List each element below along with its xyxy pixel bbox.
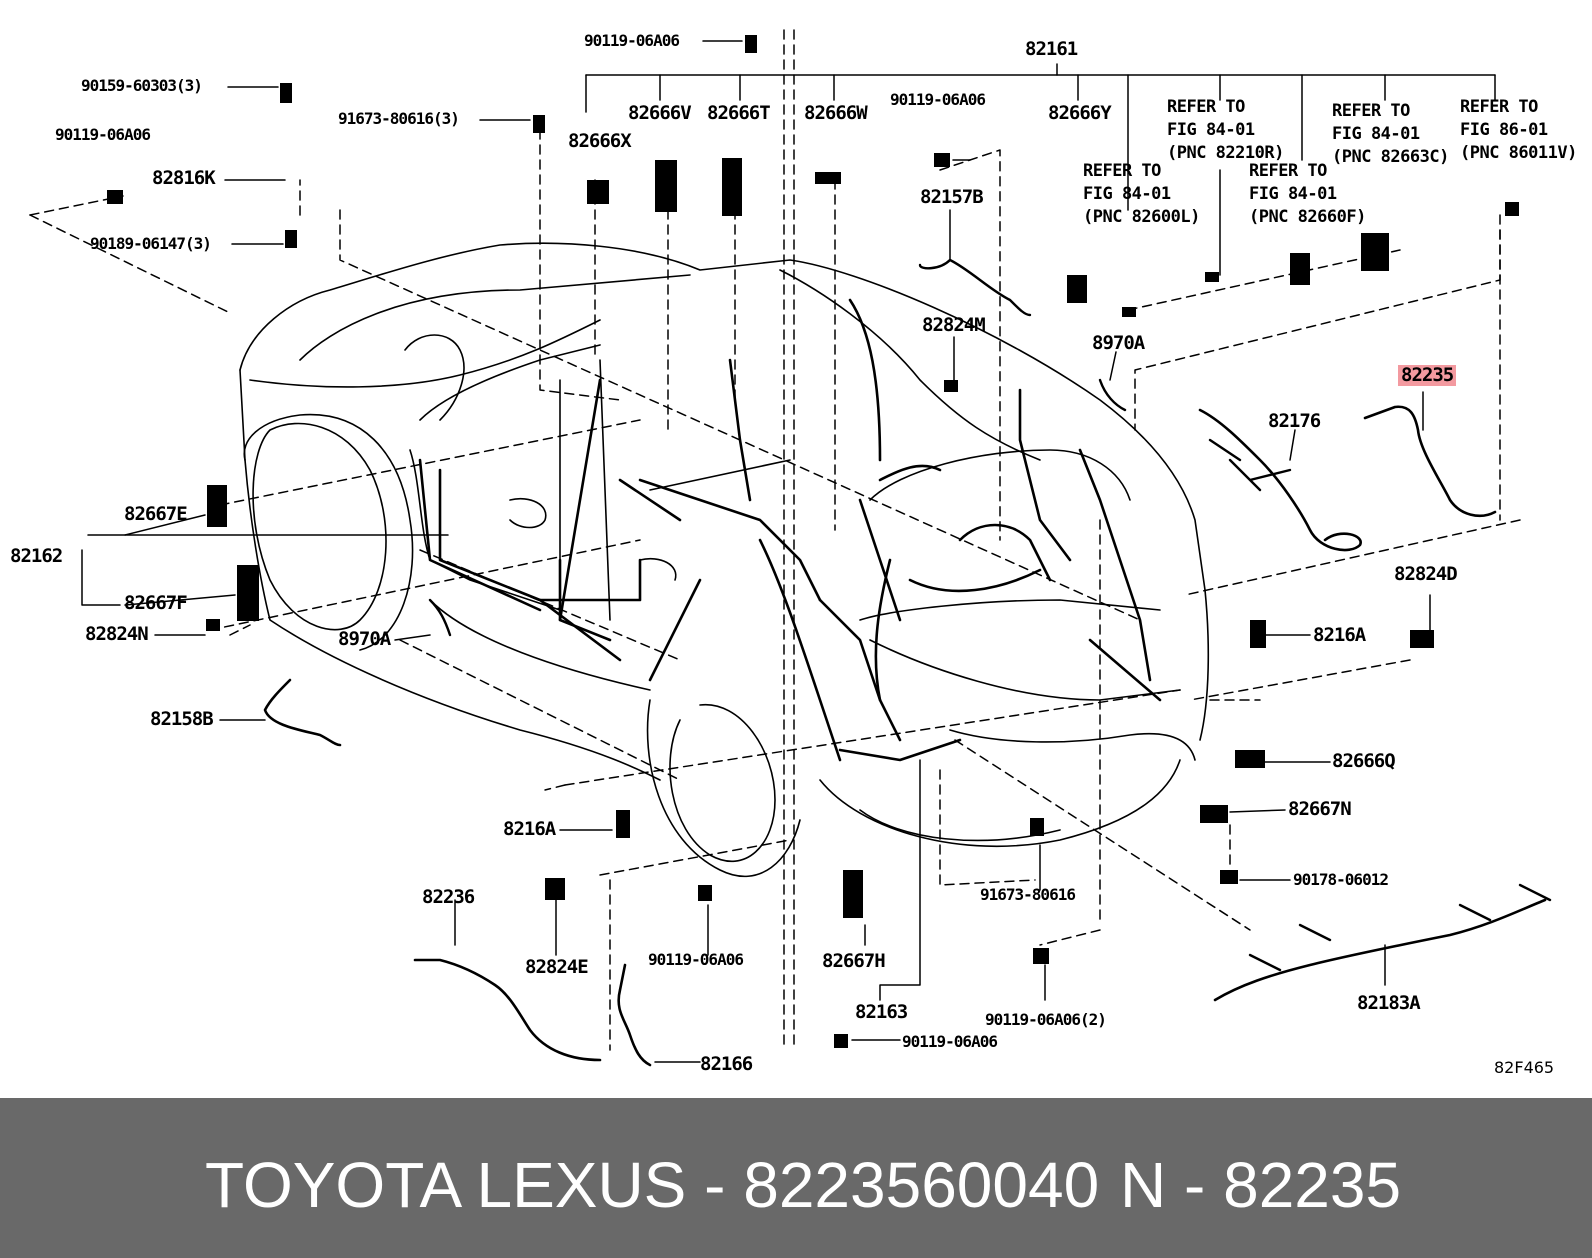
label-90119-06a06-2: 90119-06A06(2) xyxy=(985,1010,1107,1029)
label-90159-60303: 90159-60303(3) xyxy=(81,76,203,95)
label-82235-highlighted: 82235 xyxy=(1398,365,1457,386)
label-82667n: 82667N xyxy=(1288,798,1352,820)
label-8970a-left: 8970A xyxy=(338,628,391,650)
harness-82176 xyxy=(1198,408,1362,552)
label-82667f: 82667F xyxy=(124,592,188,614)
label-82163: 82163 xyxy=(855,1001,908,1023)
harness-82183A xyxy=(1213,898,1547,1002)
part-number-title: TOYOTA LEXUS - 8223560040 xyxy=(205,1149,1100,1221)
label-82824d: 82824D xyxy=(1394,563,1458,585)
label-refer-82210r: REFER TO FIG 84-01 (PNC 82210R) xyxy=(1167,97,1284,163)
label-90119-06a06-bottom: 90119-06A06 xyxy=(902,1032,998,1051)
diagram-code: 82F465 xyxy=(1494,1058,1555,1077)
label-82666q: 82666Q xyxy=(1332,750,1396,772)
label-82157b: 82157B xyxy=(920,186,984,208)
label-82666v: 82666V xyxy=(628,102,692,124)
vehicle-body-outline xyxy=(239,242,1210,878)
label-91673-80616: 91673-80616 xyxy=(980,885,1076,904)
title-bar: TOYOTA LEXUS - 8223560040 N - 82235 xyxy=(0,1098,1592,1258)
label-82666t: 82666T xyxy=(707,102,771,124)
label-8970a-top: 8970A xyxy=(1092,332,1145,354)
label-82166: 82166 xyxy=(700,1053,753,1075)
harness-82166 xyxy=(617,963,652,1067)
label-refer-86011v: REFER TO FIG 86-01 (PNC 86011V) xyxy=(1460,97,1577,163)
label-82183a: 82183A xyxy=(1357,992,1421,1014)
label-91673-80616-3: 91673-80616(3) xyxy=(338,109,460,128)
label-refer-82663c: REFER TO FIG 84-01 (PNC 82663C) xyxy=(1332,101,1449,167)
label-82824m: 82824M xyxy=(922,314,986,336)
label-82666x: 82666X xyxy=(568,130,632,152)
label-90119-06a06-bot: 90119-06A06 xyxy=(648,950,744,969)
label-8216a-left: 8216A xyxy=(503,818,556,840)
harness-82236 xyxy=(413,958,602,1062)
label-refer-82660f: REFER TO FIG 84-01 (PNC 82660F) xyxy=(1249,161,1366,227)
label-refer-82600l: REFER TO FIG 84-01 (PNC 82600L) xyxy=(1083,161,1200,227)
parts-diagram: 82161 90119-06A06 90159-60303(3) 90119-0… xyxy=(10,29,1578,1077)
dashed-leaders xyxy=(29,29,1521,1051)
pnc-title: N - 82235 xyxy=(1120,1149,1402,1221)
label-82666y: 82666Y xyxy=(1048,102,1112,124)
label-82816k: 82816K xyxy=(152,167,216,189)
label-82667h: 82667H xyxy=(822,950,886,972)
label-82824e: 82824E xyxy=(525,956,589,978)
label-82667e: 82667E xyxy=(124,503,188,525)
label-82162: 82162 xyxy=(10,545,63,567)
label-90178-06012: 90178-06012 xyxy=(1293,870,1389,889)
label-90189-06147: 90189-06147(3) xyxy=(90,234,212,253)
label-82666w: 82666W xyxy=(804,102,868,124)
harness-82235 xyxy=(1363,405,1497,517)
label-90119-06a06-left: 90119-06A06 xyxy=(55,125,151,144)
harness-82157B xyxy=(918,258,1032,317)
label-82176: 82176 xyxy=(1268,410,1321,432)
label-8216a-right: 8216A xyxy=(1313,624,1366,646)
label-82824n: 82824N xyxy=(85,623,149,645)
fastener-symbols xyxy=(107,35,1519,1048)
label-82161: 82161 xyxy=(1025,38,1078,60)
label-90119-06a06-top: 90119-06A06 xyxy=(584,31,680,50)
label-82236: 82236 xyxy=(422,886,475,908)
wire-harness-lines xyxy=(418,298,1162,762)
vehicle-wiring-illustration xyxy=(29,29,1552,1067)
label-82158b: 82158B xyxy=(150,708,214,730)
harness-82158B xyxy=(263,678,342,747)
label-leader-lines xyxy=(81,40,1496,1063)
label-90119-06a06-mid: 90119-06A06 xyxy=(890,90,986,109)
